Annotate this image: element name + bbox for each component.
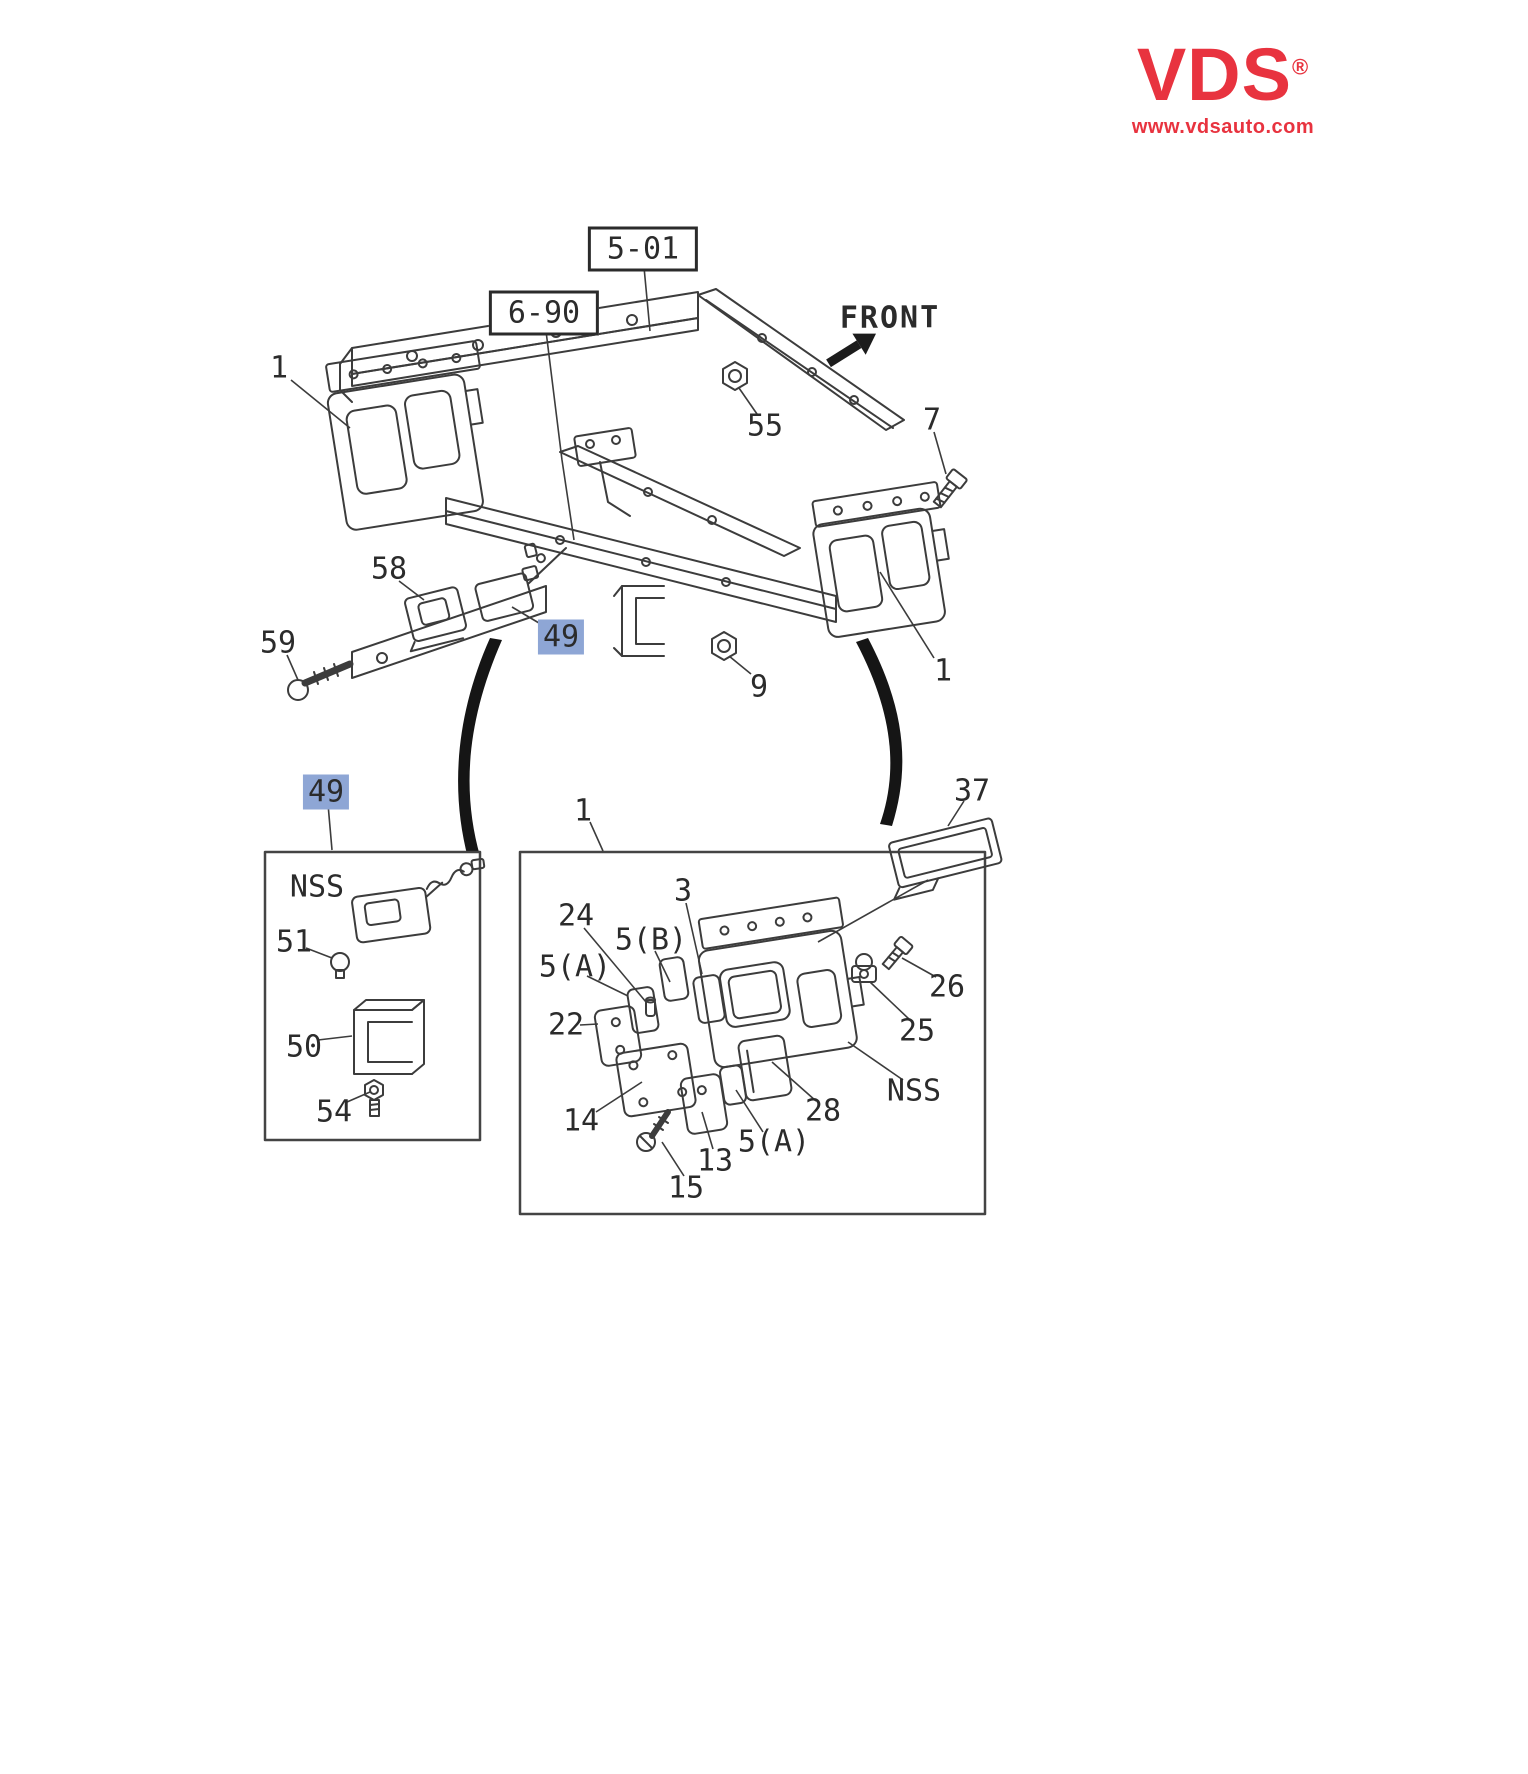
callout-24: 24: [557, 898, 595, 934]
callout-1-box: 1: [573, 793, 593, 829]
nut-55: [722, 361, 748, 391]
callout-26: 26: [928, 969, 966, 1005]
part-58: [404, 586, 467, 653]
callout-50: 50: [285, 1029, 323, 1065]
bolt-7: [932, 468, 968, 509]
bumper-end-left: [325, 340, 484, 531]
frame-rail-right: [697, 288, 905, 431]
part-51: [330, 952, 350, 979]
callout-54: 54: [315, 1094, 353, 1130]
logo: VDS® www.vdsauto.com: [1098, 38, 1348, 139]
logo-site-url: www.vdsauto.com: [1131, 116, 1315, 138]
pin-24: [645, 996, 656, 1017]
shim-5a-2: [719, 1064, 747, 1106]
middle-crossmember: [559, 445, 801, 557]
cable-bracket: [573, 427, 637, 517]
nut-9: [711, 631, 737, 661]
callout-37: 37: [953, 773, 991, 809]
shim-3: [692, 974, 726, 1024]
shim-5b: [658, 956, 690, 1002]
callout-58: 58: [370, 551, 408, 587]
assembly-line: [527, 547, 567, 585]
front-label: FRONT: [839, 300, 941, 336]
clip-25: [851, 953, 877, 983]
nss-sensor: [351, 858, 486, 944]
flow-arc-right: [856, 638, 903, 826]
part-50: [353, 999, 425, 1075]
channel-end: [613, 585, 665, 657]
callout-7: 7: [922, 402, 942, 438]
frame-rail-lower: [445, 497, 837, 623]
callout-3: 3: [673, 873, 693, 909]
callout-5a-second: 5(A): [737, 1124, 811, 1160]
callout-22: 22: [547, 1007, 585, 1043]
callout-5a-first: 5(A): [538, 949, 612, 985]
detail-box-49: [263, 850, 482, 1142]
part-37: [888, 817, 1003, 901]
registered-mark: ®: [1291, 54, 1310, 80]
callout-14: 14: [562, 1103, 600, 1139]
callout-28: 28: [804, 1093, 842, 1129]
callout-25: 25: [898, 1013, 936, 1049]
label-nss-left: NSS: [289, 869, 345, 905]
flow-arc-left: [458, 638, 502, 858]
bumper-end-detail: [697, 896, 865, 1069]
callout-9: 9: [749, 669, 769, 705]
callout-59: 59: [259, 625, 297, 661]
ref-box-5-01[interactable]: 5-01: [587, 226, 699, 272]
part-54: [364, 1079, 384, 1117]
callout-13: 13: [696, 1143, 734, 1179]
callout-1-right: 1: [933, 653, 953, 689]
callout-49-top[interactable]: 49: [537, 619, 585, 655]
bumper-end-right: [811, 481, 950, 638]
ref-box-6-90[interactable]: 6-90: [488, 290, 600, 336]
bolt-59: [287, 660, 354, 701]
label-nss-right: NSS: [886, 1073, 942, 1109]
bolt-26: [881, 935, 914, 971]
callout-49-lower[interactable]: 49: [302, 774, 350, 810]
sensor-bracket-plate: [351, 585, 547, 679]
front-arrow: [826, 333, 877, 368]
leader-lines: [286, 266, 965, 1177]
callout-55: 55: [746, 408, 784, 444]
logo-brand: VDS: [1136, 33, 1292, 116]
callout-1-top-left: 1: [269, 350, 289, 386]
screw-15: [636, 1109, 671, 1152]
callout-15: 15: [667, 1170, 705, 1206]
callout-5b: 5(B): [614, 922, 688, 958]
part-49-sensor: [474, 542, 546, 622]
callout-51: 51: [275, 924, 313, 960]
